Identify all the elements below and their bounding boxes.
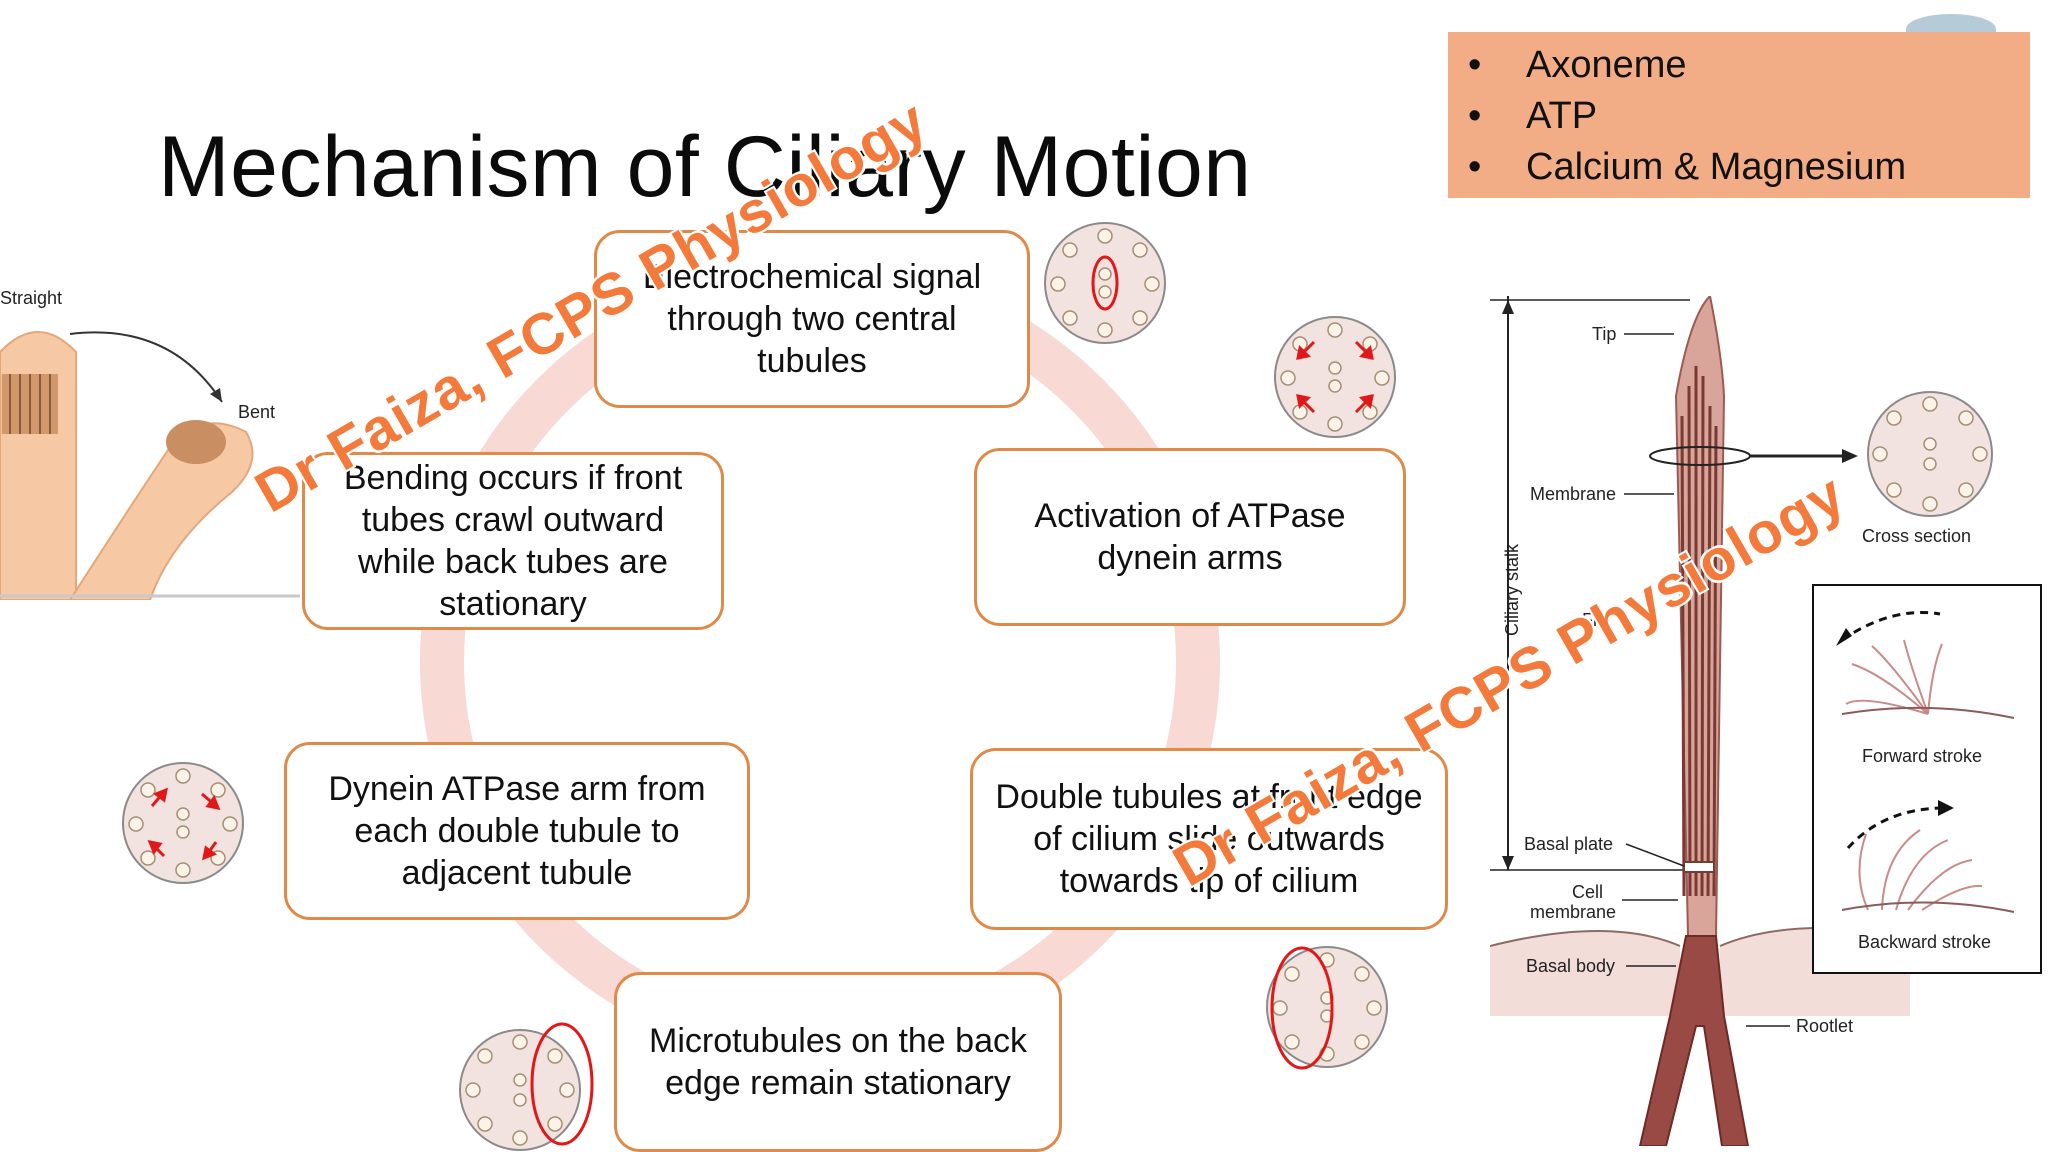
forward-stroke-label: Forward stroke xyxy=(1862,746,1982,766)
basal-plate-label: Basal plate xyxy=(1524,834,1613,854)
cross-section-icon xyxy=(1274,316,1396,438)
tip-label: Tip xyxy=(1592,324,1616,344)
cross-section-icon xyxy=(1266,946,1388,1070)
cross-section-icon xyxy=(459,1022,594,1151)
step-back-edge-stationary: Microtubules on the back edge remain sta… xyxy=(614,972,1062,1152)
step-electrochemical-signal: Electrochemical signal through two centr… xyxy=(594,230,1030,408)
cilium-bending-figure: Straight Bent xyxy=(0,288,300,600)
step-dynein-arm: Dynein ATPase arm from each double tubul… xyxy=(284,742,750,920)
ciliary-stalk-label: Ciliary stalk xyxy=(1502,543,1522,636)
bent-label: Bent xyxy=(238,402,275,422)
cross-section-icon xyxy=(1044,222,1166,344)
key-point: •Calcium & Magnesium xyxy=(1468,146,1907,188)
slide-title: Mechanism of Ciliary Motion xyxy=(158,119,1252,215)
cell-membrane-label: membrane xyxy=(1530,902,1616,922)
stroke-panel-figure: Forward stroke Backward stroke xyxy=(1812,584,2042,974)
basal-body-label: Basal body xyxy=(1526,956,1615,976)
key-points-box: •Axoneme •ATP •Calcium & Magnesium xyxy=(1448,32,2030,198)
straight-label: Straight xyxy=(0,288,62,308)
rootlet-label: Rootlet xyxy=(1796,1016,1853,1036)
cross-section-label: Cross section xyxy=(1862,526,1971,546)
filament-label: Fil xyxy=(1582,610,1601,630)
key-point: •ATP xyxy=(1468,95,1598,137)
step-double-tubules-slide: Double tubules at front edge of cilium s… xyxy=(970,748,1448,930)
step-activation-atpase: Activation of ATPase dynein arms xyxy=(974,448,1406,626)
membrane-label: Membrane xyxy=(1530,484,1616,504)
cilium-structure-figure: Ciliary stalk Tip Membrane Fil Basal pla… xyxy=(1490,296,1911,1146)
backward-stroke-label: Backward stroke xyxy=(1858,932,1991,952)
cell-membrane-label: Cell xyxy=(1572,882,1603,902)
key-point: •Axoneme xyxy=(1468,44,1687,86)
cross-section-figure: Cross section xyxy=(1862,391,1993,546)
cross-section-icon xyxy=(122,762,244,884)
step-bending-occurs: Bending occurs if front tubes crawl outw… xyxy=(302,452,724,630)
